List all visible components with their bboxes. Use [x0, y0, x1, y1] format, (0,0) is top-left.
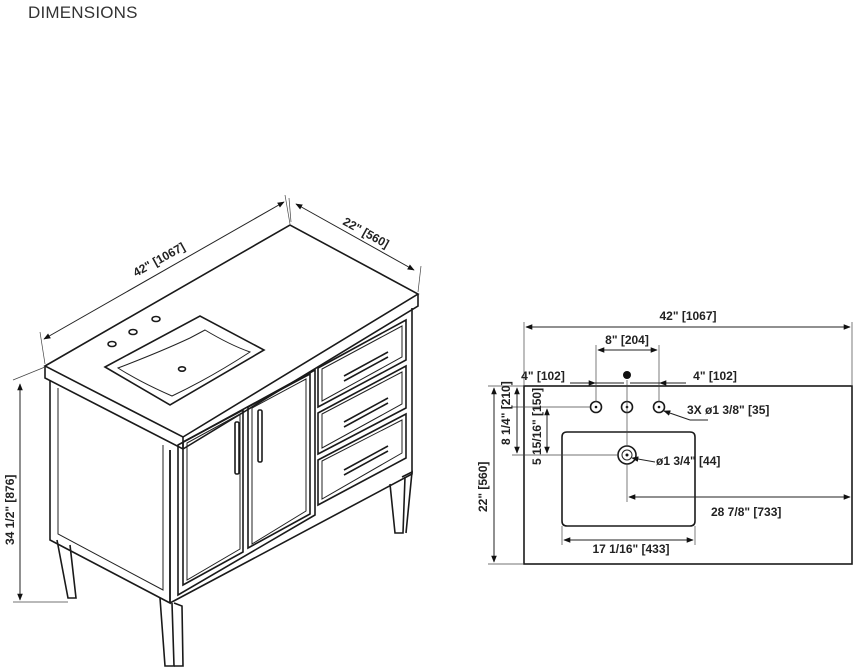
- holes-from-back-label: 8 1/4" [210]: [499, 381, 513, 445]
- drawer-pull-icon: [343, 445, 389, 476]
- leg-back-right: [389, 476, 406, 534]
- faucet-hole-icon: [107, 340, 117, 348]
- faucet-hole-icon: [128, 328, 138, 336]
- drain-distance-label: 28 7/8" [733]: [711, 505, 781, 519]
- plan-width-label: 42" [1067]: [659, 309, 716, 323]
- drawer-pull-icon: [343, 351, 389, 382]
- cabinet-door-left: [182, 408, 244, 587]
- sink-bowl: [103, 315, 266, 406]
- cabinet-front: [49, 380, 171, 605]
- drawer-bottom: [317, 412, 407, 507]
- plan-depth-label: 22" [560]: [476, 462, 490, 512]
- door-handle-icon: [257, 409, 263, 463]
- left-offset-label: 4" [102]: [521, 369, 565, 383]
- drawer-middle: [317, 364, 407, 456]
- drain-from-holes-label: 5 15/16" [150]: [530, 388, 544, 465]
- plan-view: 42" [1067] 8" [204] 4" [102] 4" [102] 3X…: [476, 309, 853, 565]
- leg-front-left: [56, 539, 77, 599]
- drain-label: ø1 3/4" [44]: [656, 454, 720, 468]
- dim-height-label: 34 1/2" [876]: [3, 475, 17, 545]
- right-offset-label: 4" [102]: [693, 369, 737, 383]
- plan-bowl: [561, 431, 696, 527]
- drawer-pull-icon: [343, 397, 389, 428]
- bowl-width-label: 17 1/16" [433]: [592, 542, 669, 556]
- drawer-top: [317, 318, 407, 409]
- leg-front-center: [159, 597, 175, 667]
- countertop-top: [43, 224, 420, 438]
- faucet-spread-label: 8" [204]: [605, 333, 649, 347]
- holes-label: 3X ø1 3/8" [35]: [687, 403, 769, 417]
- faucet-hole-icon: [151, 315, 161, 323]
- page-title: DIMENSIONS: [28, 3, 138, 22]
- vanity-perspective: 42" [1067] 22" [560] 34 1/2" [876]: [3, 194, 422, 667]
- faucet-center-mark-icon: [623, 371, 631, 379]
- cabinet-door-right: [247, 372, 311, 550]
- plan-countertop: [523, 385, 853, 565]
- door-handle-icon: [234, 421, 240, 475]
